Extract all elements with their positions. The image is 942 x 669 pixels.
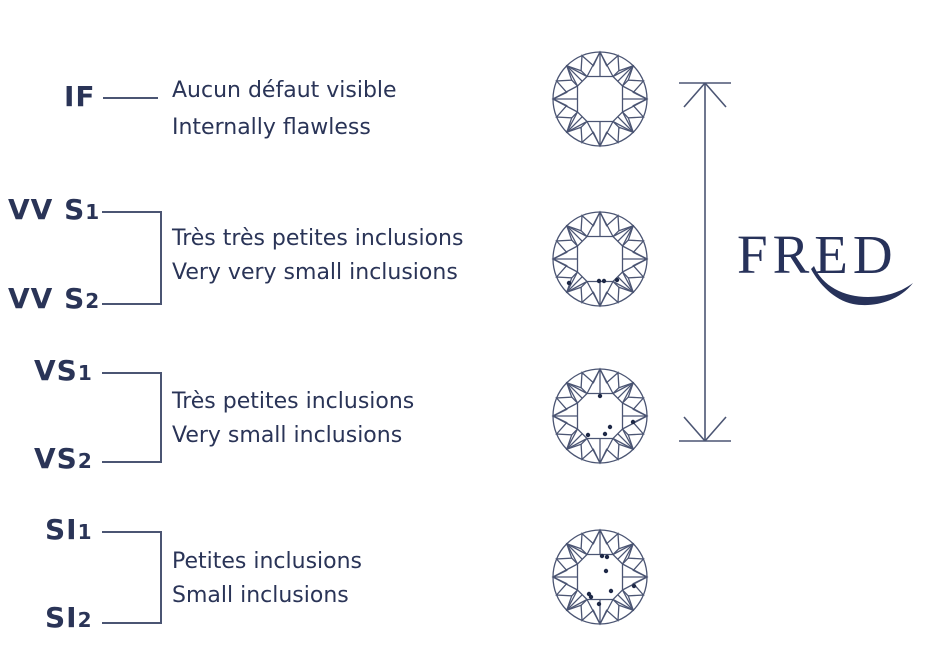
- diamond-illustration-if: [540, 39, 660, 159]
- grade-code-num: 2: [77, 608, 93, 632]
- si-bracket: [102, 531, 162, 624]
- desc-vvs-fr: Très très petites inclusions: [172, 226, 464, 251]
- vs-bracket: [102, 372, 162, 463]
- diamond-illustration-si: [540, 517, 660, 637]
- grade-label-vs2: VS2: [34, 442, 93, 475]
- grade-code-num: 1: [85, 200, 101, 224]
- desc-if-fr: Aucun défaut visible: [172, 78, 397, 103]
- desc-vvs: Très très petites inclusions Very very s…: [172, 222, 463, 290]
- desc-vvs-en: Very very small inclusions: [172, 260, 458, 285]
- desc-if: Aucun défaut visible Internally flawless: [172, 72, 397, 146]
- grade-label-vvs1: VV S1: [8, 193, 100, 226]
- diamond-illustration-vvs: [540, 199, 660, 319]
- desc-si-fr: Petites inclusions: [172, 549, 363, 574]
- grade-code: VV S: [8, 193, 86, 226]
- grade-label-vs1: VS1: [34, 354, 93, 387]
- if-connector-line: [103, 97, 158, 99]
- grade-label-vvs2: VV S2: [8, 282, 100, 315]
- clarity-range-arrow: [679, 82, 731, 442]
- grade-code-num: 1: [77, 361, 93, 385]
- grade-code: IF: [64, 80, 96, 113]
- diamond-illustration-vs: [540, 356, 660, 476]
- vvs-bracket: [102, 211, 162, 305]
- grade-code-num: 2: [85, 289, 101, 313]
- grade-code: SI: [45, 601, 78, 634]
- brand-logo-swash: [811, 266, 913, 306]
- desc-vs: Très petites inclusions Very small inclu…: [172, 385, 414, 453]
- grade-code-num: 1: [77, 520, 93, 544]
- grade-code-num: 2: [77, 449, 93, 473]
- desc-si: Petites inclusions Small inclusions: [172, 545, 362, 613]
- grade-label-si1: SI1: [45, 513, 93, 546]
- desc-si-en: Small inclusions: [172, 583, 349, 608]
- grade-label-if: IF: [64, 80, 96, 113]
- grade-code: VV S: [8, 282, 86, 315]
- grade-code: VS: [34, 354, 78, 387]
- grade-code: VS: [34, 442, 78, 475]
- grade-code: SI: [45, 513, 78, 546]
- desc-vs-en: Very small inclusions: [172, 423, 403, 448]
- grade-label-si2: SI2: [45, 601, 93, 634]
- desc-if-en: Internally flawless: [172, 115, 371, 140]
- desc-vs-fr: Très petites inclusions: [172, 389, 415, 414]
